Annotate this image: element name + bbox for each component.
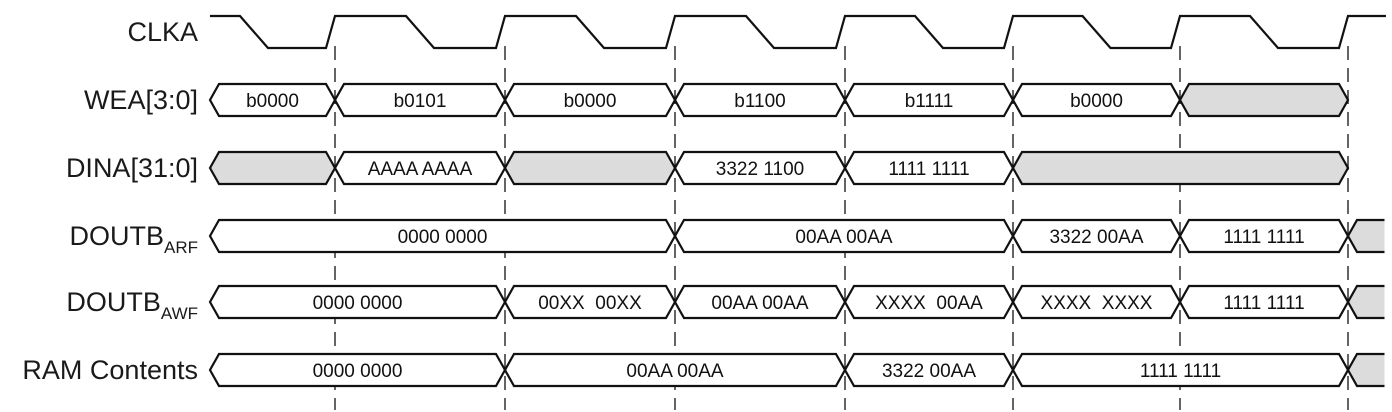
- dina-segment-6: [1011, 150, 1350, 186]
- doutb_awf-value-4: XXXX 00AA: [875, 293, 983, 314]
- ram-segment-2: [503, 352, 847, 388]
- ram-value-3: 3322 00AA: [882, 361, 976, 382]
- doutb_awf-segment-6: [1178, 284, 1350, 320]
- ram-value-1: 0000 0000: [313, 361, 403, 382]
- doutb_arf-value-3: 3322 00AA: [1049, 227, 1143, 248]
- doutb_awf-segment-5: [1011, 284, 1182, 320]
- doutb_awf-value-3: 00AA 00AA: [711, 293, 809, 314]
- clka-waveform: [210, 14, 1386, 50]
- clka-label: CLKA: [127, 17, 198, 47]
- wea-segment-4: [673, 82, 847, 118]
- wea-value-3: b0000: [564, 91, 617, 112]
- doutb_arf-segment-3: [1011, 218, 1182, 254]
- dina-segment-4: [673, 150, 847, 186]
- doutb_awf-label: DOUTBAWF: [66, 287, 198, 323]
- signal-labels: CLKA WEA[3:0] DINA[31:0] DOUTBARF DOUTBAWF RA…: [22, 17, 198, 385]
- wea-value-6: b0000: [1070, 91, 1123, 112]
- ram-value-2: 00AA 00AA: [626, 361, 724, 382]
- doutb_arf-segment-5: [1346, 218, 1388, 254]
- doutb_arf-label: DOUTBARF: [70, 221, 199, 257]
- doutb_arf-segment-4: [1178, 218, 1350, 254]
- wea-segment-2: [333, 82, 507, 118]
- doutb_arf-segment-1: [208, 218, 677, 254]
- doutb_awf-segment-4: [843, 284, 1015, 320]
- dina-value-5: 1111 1111: [888, 159, 969, 180]
- dina-segment-1: [208, 150, 337, 186]
- doutb_awf-segment-1: [208, 284, 507, 320]
- doutb_awf-value-6: 1111 1111: [1223, 293, 1304, 314]
- ram-value-4: 1111 1111: [1140, 361, 1221, 382]
- wea-segment-1: [208, 82, 337, 118]
- doutb_arf-value-4: 1111 1111: [1223, 227, 1304, 248]
- ram-segment-4: [1011, 352, 1350, 388]
- dina-segment-3: [503, 150, 677, 186]
- wea-value-2: b0101: [394, 91, 447, 112]
- dina-label: DINA[31:0]: [66, 153, 198, 183]
- wea-segment-6: [1011, 82, 1182, 118]
- dina-segment-5: [843, 150, 1015, 186]
- dina-value-2: AAAA AAAA: [368, 159, 473, 180]
- wea-segment-5: [843, 82, 1015, 118]
- ram-segment-1: [208, 352, 507, 388]
- doutb_awf-segment-7: [1346, 284, 1388, 320]
- dina-segment-2: [333, 150, 507, 186]
- doutb_awf-value-2: 00XX 00XX: [538, 293, 642, 314]
- doutb_awf-value-5: XXXX XXXX: [1041, 293, 1153, 314]
- wea-label: WEA[3:0]: [84, 85, 198, 115]
- ram-label: RAM Contents: [22, 355, 198, 385]
- ram-segment-5: [1346, 352, 1388, 388]
- dina-value-4: 3322 1100: [716, 159, 804, 180]
- ram-segment-3: [843, 352, 1015, 388]
- wea-segment-7: [1178, 82, 1350, 118]
- wea-value-1: b0000: [246, 91, 299, 112]
- doutb_arf-segment-2: [673, 218, 1015, 254]
- wea-value-4: b1100: [734, 91, 785, 112]
- doutb_awf-segment-2: [503, 284, 677, 320]
- wea-segment-3: [503, 82, 677, 118]
- doutb_awf-segment-3: [673, 284, 847, 320]
- wea-value-5: b1111: [905, 91, 954, 112]
- doutb_arf-value-1: 0000 0000: [398, 227, 488, 248]
- doutb_arf-value-2: 00AA 00AA: [795, 227, 893, 248]
- doutb_awf-value-1: 0000 0000: [313, 293, 403, 314]
